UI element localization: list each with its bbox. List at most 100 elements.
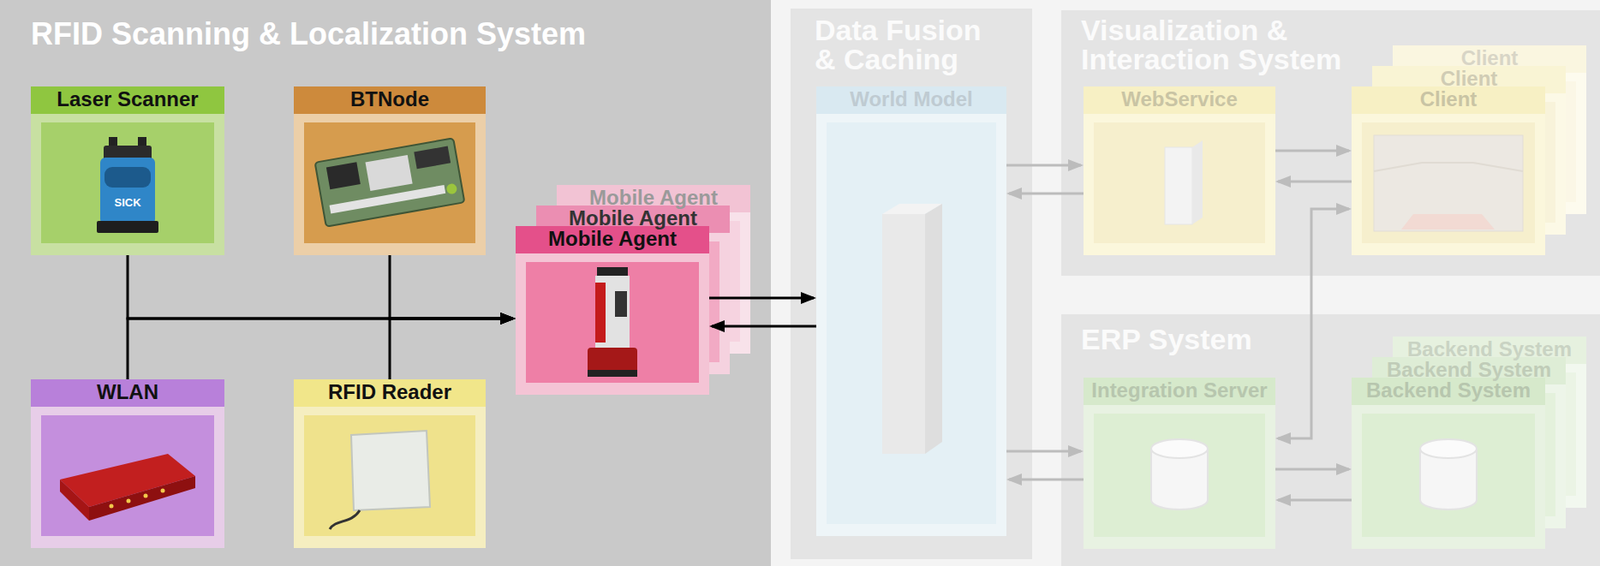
connector-arrow <box>1277 499 1352 502</box>
circuit-board <box>315 137 466 227</box>
laser-scanner-picture <box>96 137 159 233</box>
box-title: World Model <box>849 86 974 110</box>
brand-logo: SICK <box>113 196 141 209</box>
box-title: Client <box>1440 65 1499 90</box>
tower-top <box>882 203 943 215</box>
server-box: Integration Server <box>1083 377 1276 550</box>
box-title: Backend System <box>1366 377 1531 401</box>
connector-arrow <box>711 325 817 329</box>
robot-base <box>587 347 638 376</box>
connector-arrow <box>1277 208 1350 439</box>
box-header: Laser Scanner <box>30 86 225 114</box>
label-holder: SICK <box>113 196 141 209</box>
pin-header <box>329 185 447 214</box>
connector-arrow <box>127 318 514 380</box>
picture-well <box>304 415 476 537</box>
scanner-base <box>96 220 159 233</box>
box-header: World Model <box>816 86 1007 114</box>
router-picture <box>59 453 196 521</box>
robot-body <box>595 275 630 350</box>
cylinder-body <box>1420 448 1477 510</box>
robot-head <box>597 267 628 278</box>
radio-module <box>365 155 413 192</box>
room-floor <box>1401 214 1495 230</box>
box-title: Mobile Agent <box>568 205 698 229</box>
box-title: Client <box>1420 86 1478 110</box>
connector-arrow <box>1277 180 1352 184</box>
box-header: Backend System <box>1351 377 1546 406</box>
box-title: Mobile Agent <box>548 226 677 250</box>
router-top <box>59 453 196 508</box>
component-box: Laser Scanner <box>30 86 225 256</box>
scanner-body <box>100 157 156 225</box>
rfid-reader-picture <box>329 430 430 530</box>
box-title: Laser Scanner <box>56 86 198 110</box>
panel-title: Visualization & Interaction System <box>1080 15 1356 74</box>
box-header: BTNode <box>293 86 486 114</box>
system-panel: RFID Scanning & Localization SystemLaser… <box>0 0 771 566</box>
connector-arrow <box>1006 164 1081 168</box>
connector-arrow <box>1008 192 1084 196</box>
router-side <box>59 479 90 521</box>
panel-title: ERP System <box>1080 324 1424 354</box>
robot-extinguisher <box>595 282 606 343</box>
router-light <box>143 494 149 499</box>
database-picture <box>1151 439 1208 510</box>
screen <box>1373 135 1523 232</box>
robot-sensor <box>614 291 627 317</box>
picture-well <box>304 122 476 244</box>
chip <box>326 161 361 190</box>
box-title: Mobile Agent <box>589 185 718 209</box>
client-screen-picture <box>1373 135 1523 232</box>
connector-arrow <box>389 255 514 319</box>
component-box: WLAN <box>30 379 225 549</box>
btnode-picture <box>315 137 466 227</box>
scanner-nub <box>137 137 147 150</box>
led <box>445 183 458 196</box>
picture-well <box>1093 122 1266 244</box>
connector-arrow <box>127 255 514 319</box>
model-box: World Model <box>816 86 1007 537</box>
box-title: BTNode <box>350 86 430 110</box>
panel-title: Data Fusion & Caching <box>814 15 999 74</box>
server-front <box>1164 147 1193 225</box>
component-box: BTNode <box>293 86 486 256</box>
router-light <box>109 504 114 509</box>
picture-well <box>41 415 215 537</box>
connector-arrow <box>1275 468 1350 472</box>
picture-well <box>1361 413 1535 538</box>
router-front <box>89 476 196 521</box>
scanner-cap <box>103 145 152 162</box>
cylinder-top <box>1151 439 1208 459</box>
tower-side <box>925 203 943 454</box>
box-header: Client <box>1351 86 1546 114</box>
box-title: WebService <box>1121 86 1238 110</box>
system-panel: ERP SystemIntegration Server Backend Syst… <box>1061 314 1600 566</box>
chip <box>413 146 451 170</box>
connector-arrow <box>1275 149 1350 153</box>
picture-well <box>41 122 215 244</box>
connector-arrow <box>389 318 514 380</box>
router-light <box>161 489 166 494</box>
connector-arrow <box>709 297 814 300</box>
robot-wheels <box>587 370 638 377</box>
reader-cable <box>329 510 360 530</box>
box-header: Integration Server <box>1083 377 1276 406</box>
box-title: Backend System <box>1407 336 1572 360</box>
server-tower-picture <box>882 203 943 454</box>
connector-arrow <box>1006 450 1081 454</box>
picture-well <box>826 122 997 525</box>
scanner-window <box>104 167 151 188</box>
reader-antenna <box>351 430 430 511</box>
box-header: Mobile Agent <box>515 226 710 254</box>
picture-well <box>1361 122 1535 244</box>
panel-title: RFID Scanning & Localization System <box>30 18 734 50</box>
client-box: Client <box>1351 86 1546 256</box>
box-title: Client <box>1461 45 1519 69</box>
scanner-nub <box>108 137 118 150</box>
router-light <box>126 499 132 504</box>
box-header: WLAN <box>30 379 225 407</box>
robot-picture <box>587 267 638 377</box>
